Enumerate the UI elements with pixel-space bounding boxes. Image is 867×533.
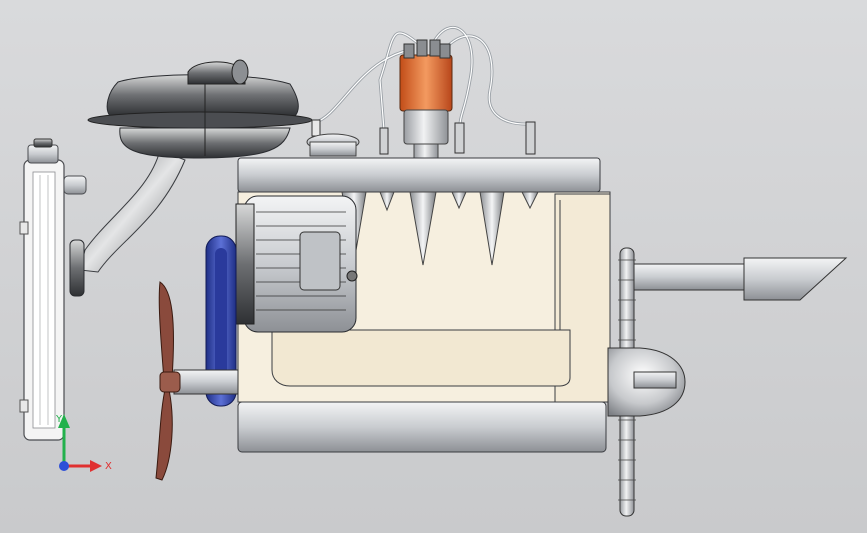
triad-y-arrow-icon — [58, 414, 70, 428]
spark-plug-boots — [311, 119, 536, 155]
intake-pipe[interactable] — [69, 149, 186, 297]
triad-x-label: X — [105, 461, 112, 472]
coordinate-triad: X Y — [55, 414, 112, 472]
triad-x-arrow-icon — [90, 460, 102, 472]
triad-z-axis-icon — [59, 461, 69, 471]
ignition-distributor[interactable] — [399, 39, 453, 161]
triad-y-label: Y — [55, 414, 63, 425]
spark-plug-wires-highlight — [315, 26, 531, 131]
alternator[interactable] — [235, 195, 358, 333]
output-shaft[interactable] — [633, 371, 677, 389]
exhaust-tailpipe[interactable] — [633, 257, 848, 301]
pulley[interactable] — [173, 235, 239, 407]
radiator[interactable] — [19, 138, 87, 441]
air-cleaner[interactable] — [87, 59, 313, 159]
oil-filler-cap[interactable] — [306, 133, 360, 157]
cooling-fan[interactable] — [155, 281, 181, 481]
